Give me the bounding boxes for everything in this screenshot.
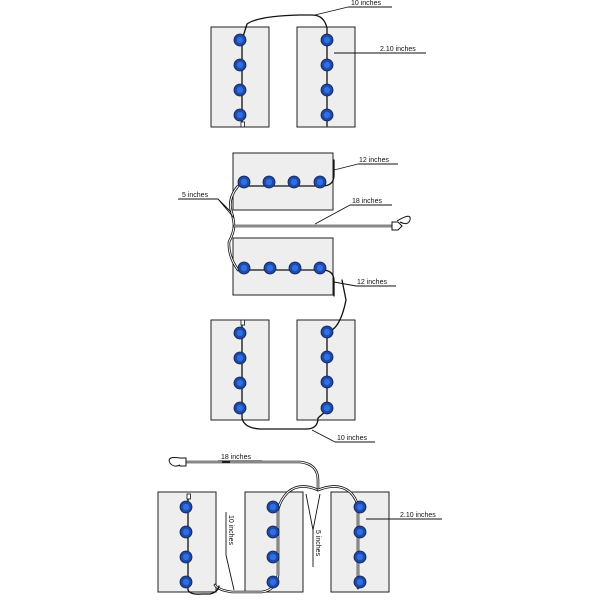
blue-led-icon <box>320 325 334 339</box>
blue-led-icon <box>233 351 247 365</box>
group-lower-pair: 10 inches <box>210 279 375 443</box>
label-mid-12b-inches: 12 inches <box>357 279 387 286</box>
blue-led-icon <box>233 58 247 72</box>
blue-led-icon <box>313 175 327 189</box>
led-column-bottom-middle <box>266 500 280 589</box>
label-bot-210-inches: 2.10 inches <box>400 512 436 519</box>
blue-led-icon <box>179 550 193 564</box>
led-column-lower-left <box>233 326 247 415</box>
blue-led-icon <box>233 108 247 122</box>
blue-led-icon <box>233 401 247 415</box>
blue-led-icon <box>179 525 193 539</box>
blue-led-icon <box>262 175 276 189</box>
blue-led-icon <box>320 108 334 122</box>
end-cap-icon <box>240 121 245 128</box>
leader-mid-12a <box>333 163 359 171</box>
blue-led-icon <box>266 525 280 539</box>
led-column-lower-right <box>320 325 334 415</box>
end-cap-icon <box>240 319 245 326</box>
blue-led-icon <box>288 261 302 275</box>
leader-top-10 <box>314 6 349 16</box>
blue-led-icon <box>353 550 367 564</box>
leader-mid-12b <box>333 281 357 287</box>
blue-led-icon <box>266 575 280 589</box>
blue-led-icon <box>179 500 193 514</box>
blue-led-icon <box>353 525 367 539</box>
blue-led-icon <box>320 350 334 364</box>
group-middle: 12 inches 5 inches 18 inches 12 inches <box>178 152 411 297</box>
blue-led-icon <box>233 83 247 97</box>
label-mid-12a-inches: 12 inches <box>359 157 389 164</box>
label-low-10-inches: 10 inches <box>337 435 367 442</box>
group-bottom-triple: 18 inches 2.10 inches 10 inches 5 inches <box>157 454 442 595</box>
blue-led-icon <box>237 175 251 189</box>
label-top-10-inches: 10 inches <box>351 0 381 7</box>
blue-led-icon <box>320 375 334 389</box>
label-bot-18-inches: 18 inches <box>221 454 251 461</box>
wire-top-left-strip <box>241 14 328 127</box>
blue-led-icon <box>320 83 334 97</box>
leader-bot-5v <box>305 493 321 531</box>
label-mid-5-inches: 5 inches <box>182 192 209 199</box>
led-column-bottom-left <box>179 500 193 589</box>
blue-led-icon <box>266 550 280 564</box>
label-bot-10-inches-vertical: 10 inches <box>227 515 234 545</box>
led-column-top-left <box>233 33 247 122</box>
label-bot-5-inches-vertical: 5 inches <box>314 530 321 557</box>
group-top-pair: 10 inches 2.10 inches <box>210 0 426 128</box>
wire-lower-strip <box>241 279 347 430</box>
blue-led-icon <box>233 326 247 340</box>
blue-led-icon <box>263 261 277 275</box>
led-row-mid-upper <box>237 175 327 189</box>
label-mid-18-inches: 18 inches <box>352 198 382 205</box>
blue-led-icon <box>287 175 301 189</box>
blue-led-icon <box>233 33 247 47</box>
blue-led-icon <box>320 401 334 415</box>
led-row-mid-lower <box>237 261 327 275</box>
leader-low-10 <box>311 429 336 443</box>
blue-led-icon <box>353 575 367 589</box>
leader-mid-5 <box>217 198 235 219</box>
blue-led-icon <box>320 58 334 72</box>
blue-led-icon <box>266 500 280 514</box>
blue-led-icon <box>353 500 367 514</box>
blue-led-icon <box>320 33 334 47</box>
led-column-top-right <box>320 33 334 122</box>
plug-connector-icon <box>391 215 411 231</box>
blue-led-icon <box>233 376 247 390</box>
wire-bottom-left-strip <box>187 496 220 595</box>
end-cap-icon <box>186 493 191 500</box>
leader-mid-18 <box>314 204 351 225</box>
led-column-bottom-right <box>353 500 367 589</box>
plug-connector-icon <box>168 457 187 467</box>
leader-bot-10v <box>225 554 235 591</box>
blue-led-icon <box>237 261 251 275</box>
blue-led-icon <box>313 261 327 275</box>
blue-led-icon <box>179 575 193 589</box>
label-top-210-inches: 2.10 inches <box>380 46 416 53</box>
